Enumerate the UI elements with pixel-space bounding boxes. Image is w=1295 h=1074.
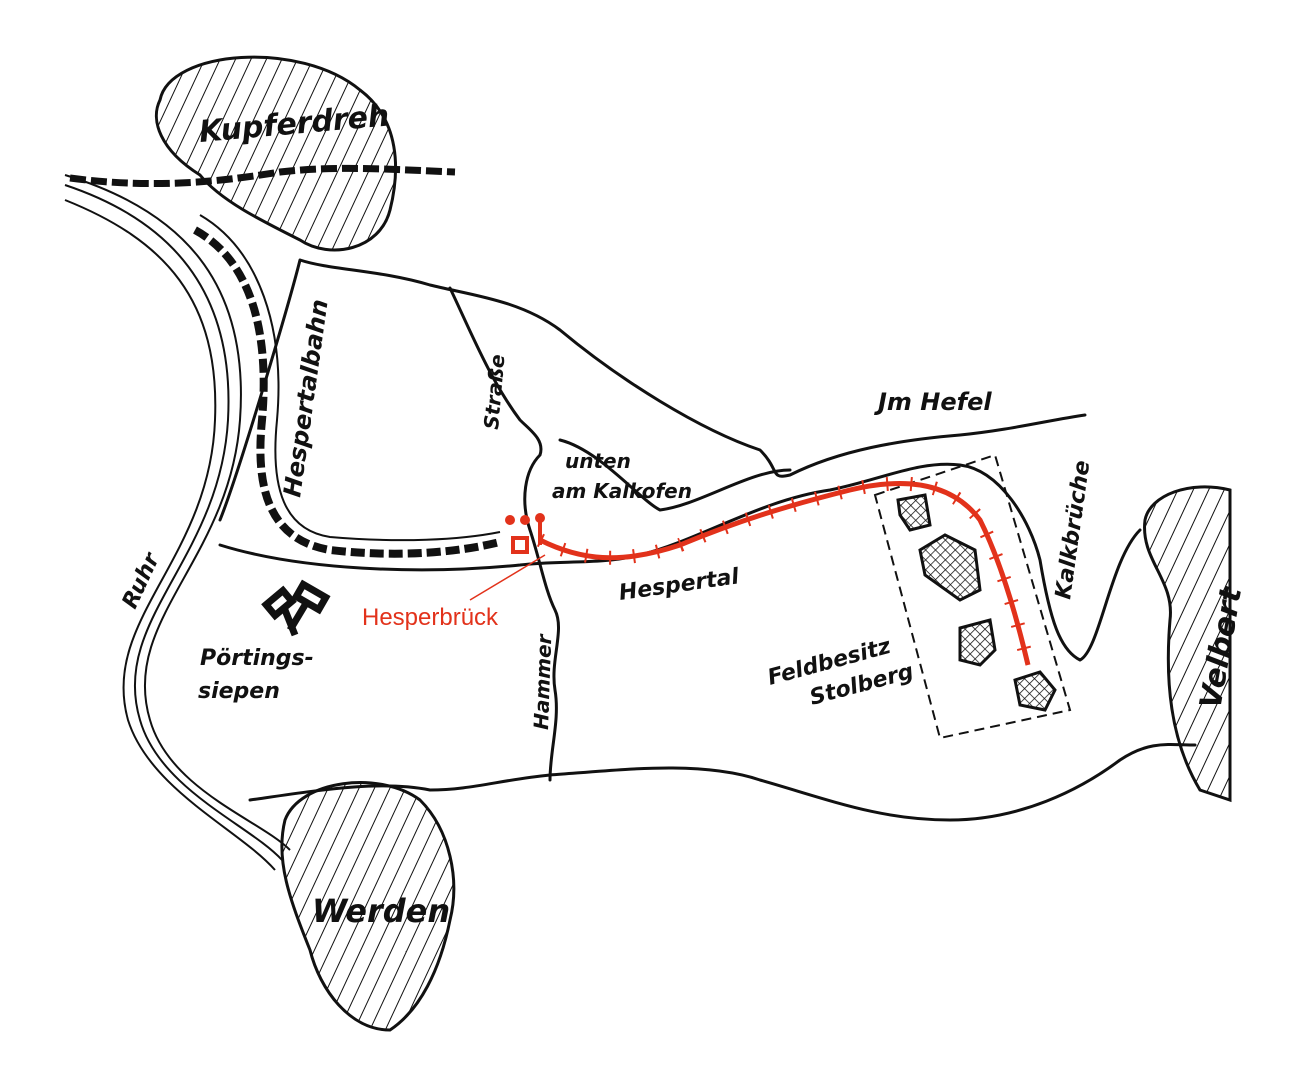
label-hespertalbahn: Hespertalbahn [278,297,333,498]
mine-symbol-icon [261,579,331,637]
label-am-kalkofen: am Kalkofen [552,479,692,503]
railway-hespertalbahn [193,226,501,558]
quarry-icons [896,493,1057,712]
feldbesitz-boundary [873,453,1072,740]
town-velbert [1143,485,1232,803]
town-kupferdreh [154,55,398,252]
label-hesperbrueck: Hesperbrück [362,604,499,631]
label-unten: unten [565,449,631,473]
label-im-hefel: Jm Hefel [874,388,992,416]
label-werden: Werden [312,892,450,930]
label-hammer: Hammer [529,633,556,730]
label-ruhr: Ruhr [118,548,166,612]
label-strasse: Straße [479,353,509,430]
valley-lines [218,258,1197,822]
route-hespertal [469,476,1035,667]
label-poertings: Pörtings- [200,646,314,671]
label-hespertal: Hespertal [617,564,741,606]
river-ruhr [64,174,291,871]
label-kalkbrueche: Kalkbrüche [1051,459,1095,601]
label-siepen: siepen [198,679,280,704]
hesperbrueck-station-icon [511,536,529,554]
railway-kupferdreh [69,164,456,188]
